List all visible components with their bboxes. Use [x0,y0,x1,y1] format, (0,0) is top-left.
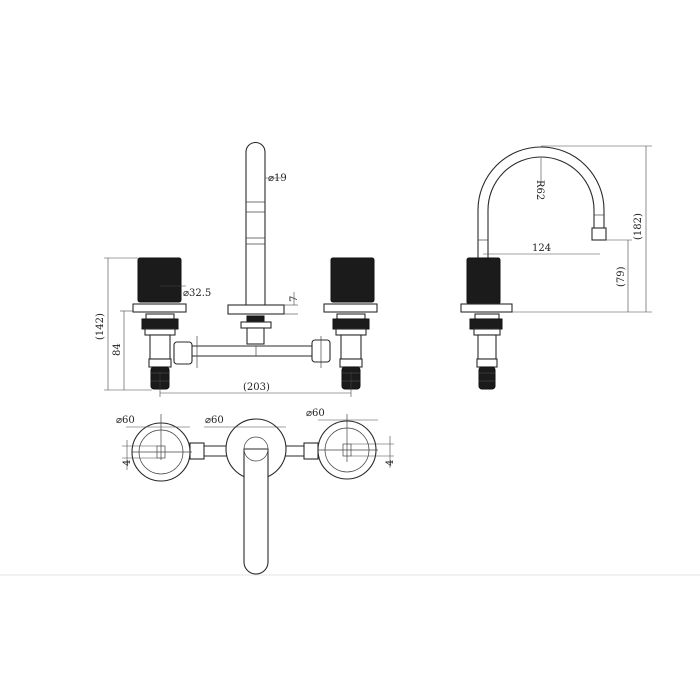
top-dimensions: ⌀60 ⌀60 ⌀60 4 4 [116,408,396,470]
handle-diameter-value: 32.5 [189,288,211,299]
label-flange-center: ⌀60 [205,415,224,426]
label-center-spacing: (203) [243,382,270,393]
right-fitting [303,442,319,460]
front-connector-pipe [192,336,322,368]
label-height-body: 84 [112,343,123,356]
label-handle-diameter: ⌀32.5 [183,288,211,299]
label-offset-right: 4 [385,460,396,466]
top-view: ⌀60 ⌀60 ⌀60 4 4 [116,408,396,575]
label-flange-right: ⌀60 [306,408,325,419]
front-left-valve [132,257,193,390]
top-right-flange [317,414,378,480]
label-plate-thickness: 7 [289,296,300,302]
front-right-valve [311,257,378,390]
front-spout [227,141,285,345]
side-valve [460,257,513,390]
spout-diameter-value: 19 [274,173,287,184]
side-view: R62 124 (182) (79) [460,145,652,390]
label-spout-radius: R62 [534,180,545,200]
label-spout-diameter: ⌀19 [268,173,287,184]
top-center-flange [225,418,287,575]
side-spout [477,146,607,258]
label-offset-left: 4 [122,460,133,466]
diameter-symbol: ⌀ [268,173,274,184]
label-flange-left: ⌀60 [116,415,135,426]
front-dimensions: ⌀19 ⌀32.5 7 (142) 84 (203) [95,173,352,397]
side-dimensions: R62 124 (182) (79) [483,145,652,313]
label-height-total: (142) [95,313,106,340]
top-left-flange [131,414,192,482]
left-fitting [189,442,205,460]
label-spout-height: (182) [633,213,644,240]
label-outlet-height: (79) [616,266,627,287]
label-spout-reach: 124 [532,243,551,254]
front-view: ⌀19 ⌀32.5 7 (142) 84 (203) [95,141,378,397]
